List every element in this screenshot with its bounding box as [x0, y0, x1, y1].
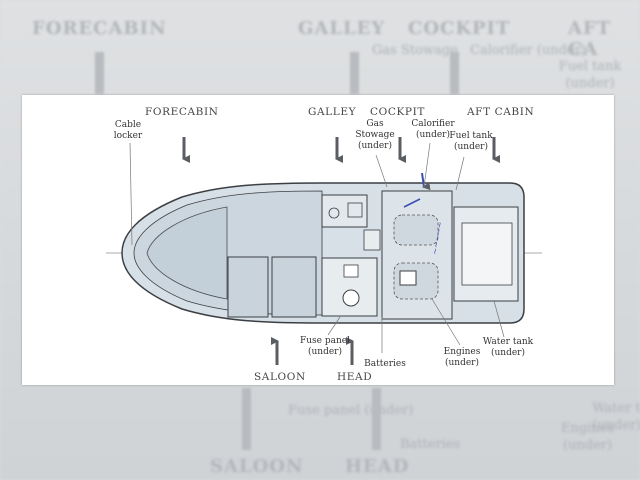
leader-cable-locker [129, 142, 133, 246]
galley-hob [328, 207, 340, 219]
leader-fuel-tank [455, 156, 465, 191]
label-engines: Engines (under) [443, 347, 481, 368]
galley-unit [321, 194, 368, 228]
label-fuse-panel: Fuse panel (under) [300, 336, 350, 357]
heading-head: HEAD [337, 371, 373, 383]
bg-arrow [372, 388, 381, 450]
bg-label-water: Water t (under) [592, 401, 640, 433]
battery-box [399, 270, 417, 286]
saloon-seat-2 [271, 256, 317, 318]
bg-label-fuse: Fuse panel (under) [288, 403, 414, 418]
bg-label-fuel: Fuel tank (under) [558, 59, 622, 91]
galley-sink [347, 202, 363, 218]
heading-galley: GALLEY [308, 106, 357, 118]
bg-heading-aft: AFT CA [568, 18, 612, 60]
label-water-tank: Water tank (under) [482, 337, 534, 358]
label-gas-stowage: Gas Stowage (under) [355, 119, 395, 151]
annotation-arrow [421, 172, 431, 191]
bg-heading-forecabin: FORECABIN [32, 18, 167, 39]
bg-label-calorifier: Calorifier (under) [470, 43, 586, 58]
bg-label-batteries: Batteries [400, 437, 461, 452]
bg-heading-cockpit: COCKPIT [408, 18, 511, 39]
label-calorifier: Calorifier (under) [411, 119, 455, 140]
label-cable-locker: Cable locker [113, 120, 143, 141]
bg-arrow [450, 52, 459, 94]
bg-arrow [350, 52, 359, 94]
bg-heading-head: HEAD [345, 456, 410, 477]
leader-gas [375, 154, 388, 188]
saloon-seat-1 [227, 256, 269, 318]
boat-layout-diagram: ~~~~~ FORECABIN GALLEY COCKPIT AFT CABIN… [22, 95, 614, 385]
head-basin [343, 264, 359, 278]
leader-water-tank [493, 300, 505, 338]
cockpit-deck [381, 190, 453, 320]
bg-arrow [95, 52, 104, 94]
leader-calorifier [423, 142, 431, 188]
aft-berth [461, 222, 513, 286]
deck-plan-drawing: ~~~~~ [106, 137, 542, 365]
bg-arrow [242, 388, 251, 450]
forecabin-berth [146, 206, 228, 300]
bg-heading-galley: GALLEY [298, 18, 386, 39]
annotation-arrow [403, 198, 421, 208]
bg-label-gas: Gas Stowage [372, 43, 458, 58]
heading-aft-cabin: AFT CABIN [467, 106, 535, 118]
galley-cupboard [363, 229, 381, 251]
head-toilet [342, 289, 360, 307]
leader-fuse-panel [327, 316, 341, 336]
label-batteries: Batteries [364, 359, 406, 369]
heading-forecabin: FORECABIN [145, 106, 219, 118]
heading-saloon: SALOON [254, 371, 306, 383]
leader-engines [431, 298, 461, 346]
heading-cockpit: COCKPIT [370, 106, 425, 118]
engine-port [393, 214, 439, 246]
label-fuel-tank: Fuel tank (under) [449, 131, 493, 152]
bg-label-engines: Engines (under) [560, 421, 615, 453]
bg-heading-saloon: SALOON [210, 456, 304, 477]
